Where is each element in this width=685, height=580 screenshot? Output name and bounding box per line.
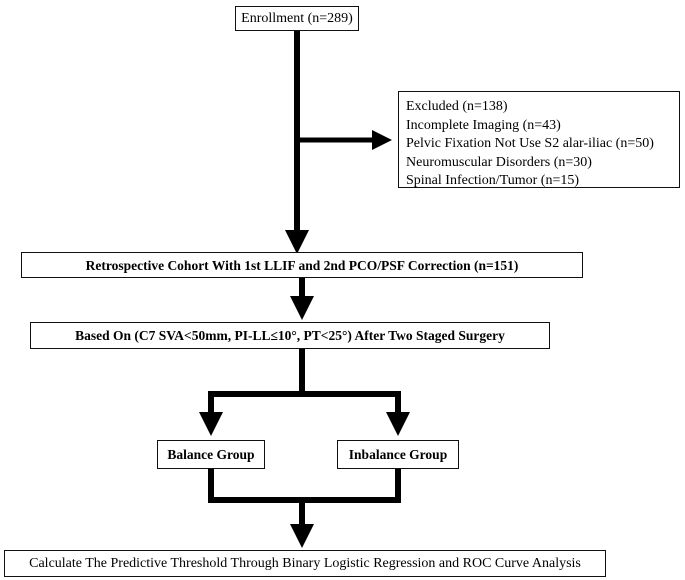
cohort-box: Retrospective Cohort With 1st LLIF and 2… [21, 252, 583, 278]
excluded-title: Excluded (n=138) [406, 99, 508, 114]
connector-split [199, 346, 305, 436]
inbalance-group-box: Inbalance Group [337, 440, 459, 469]
cohort-label: Retrospective Cohort With 1st LLIF and 2… [85, 257, 519, 273]
inbalance-group-label: Inbalance Group [348, 447, 448, 462]
connector-split-right [302, 391, 410, 436]
criteria-box: Based On (C7 SVA<50mm, PI-LL≤10°, PT<25°… [30, 322, 550, 349]
enrollment-label: Enrollment (n=289) [241, 11, 353, 26]
analysis-label: Calculate The Predictive Threshold Throu… [29, 556, 581, 571]
balance-group-box: Balance Group [157, 440, 265, 469]
criteria-label: Based On (C7 SVA<50mm, PI-LL≤10°, PT<25°… [75, 328, 505, 343]
excluded-box: Excluded (n=138) Incomplete Imaging (n=4… [398, 91, 680, 188]
excluded-reason: Spinal Infection/Tumor (n=15) [406, 173, 580, 189]
balance-group-label: Balance Group [167, 447, 255, 462]
excluded-reason: Pelvic Fixation Not Use S2 alar-iliac (n… [406, 136, 654, 152]
analysis-box: Calculate The Predictive Threshold Throu… [4, 550, 606, 577]
connector-merge [208, 469, 401, 503]
excluded-reason: Incomplete Imaging (n=43) [406, 117, 561, 133]
enrollment-box: Enrollment (n=289) [235, 6, 359, 31]
excluded-reason: Neuromuscular Disorders (n=30) [406, 154, 592, 170]
